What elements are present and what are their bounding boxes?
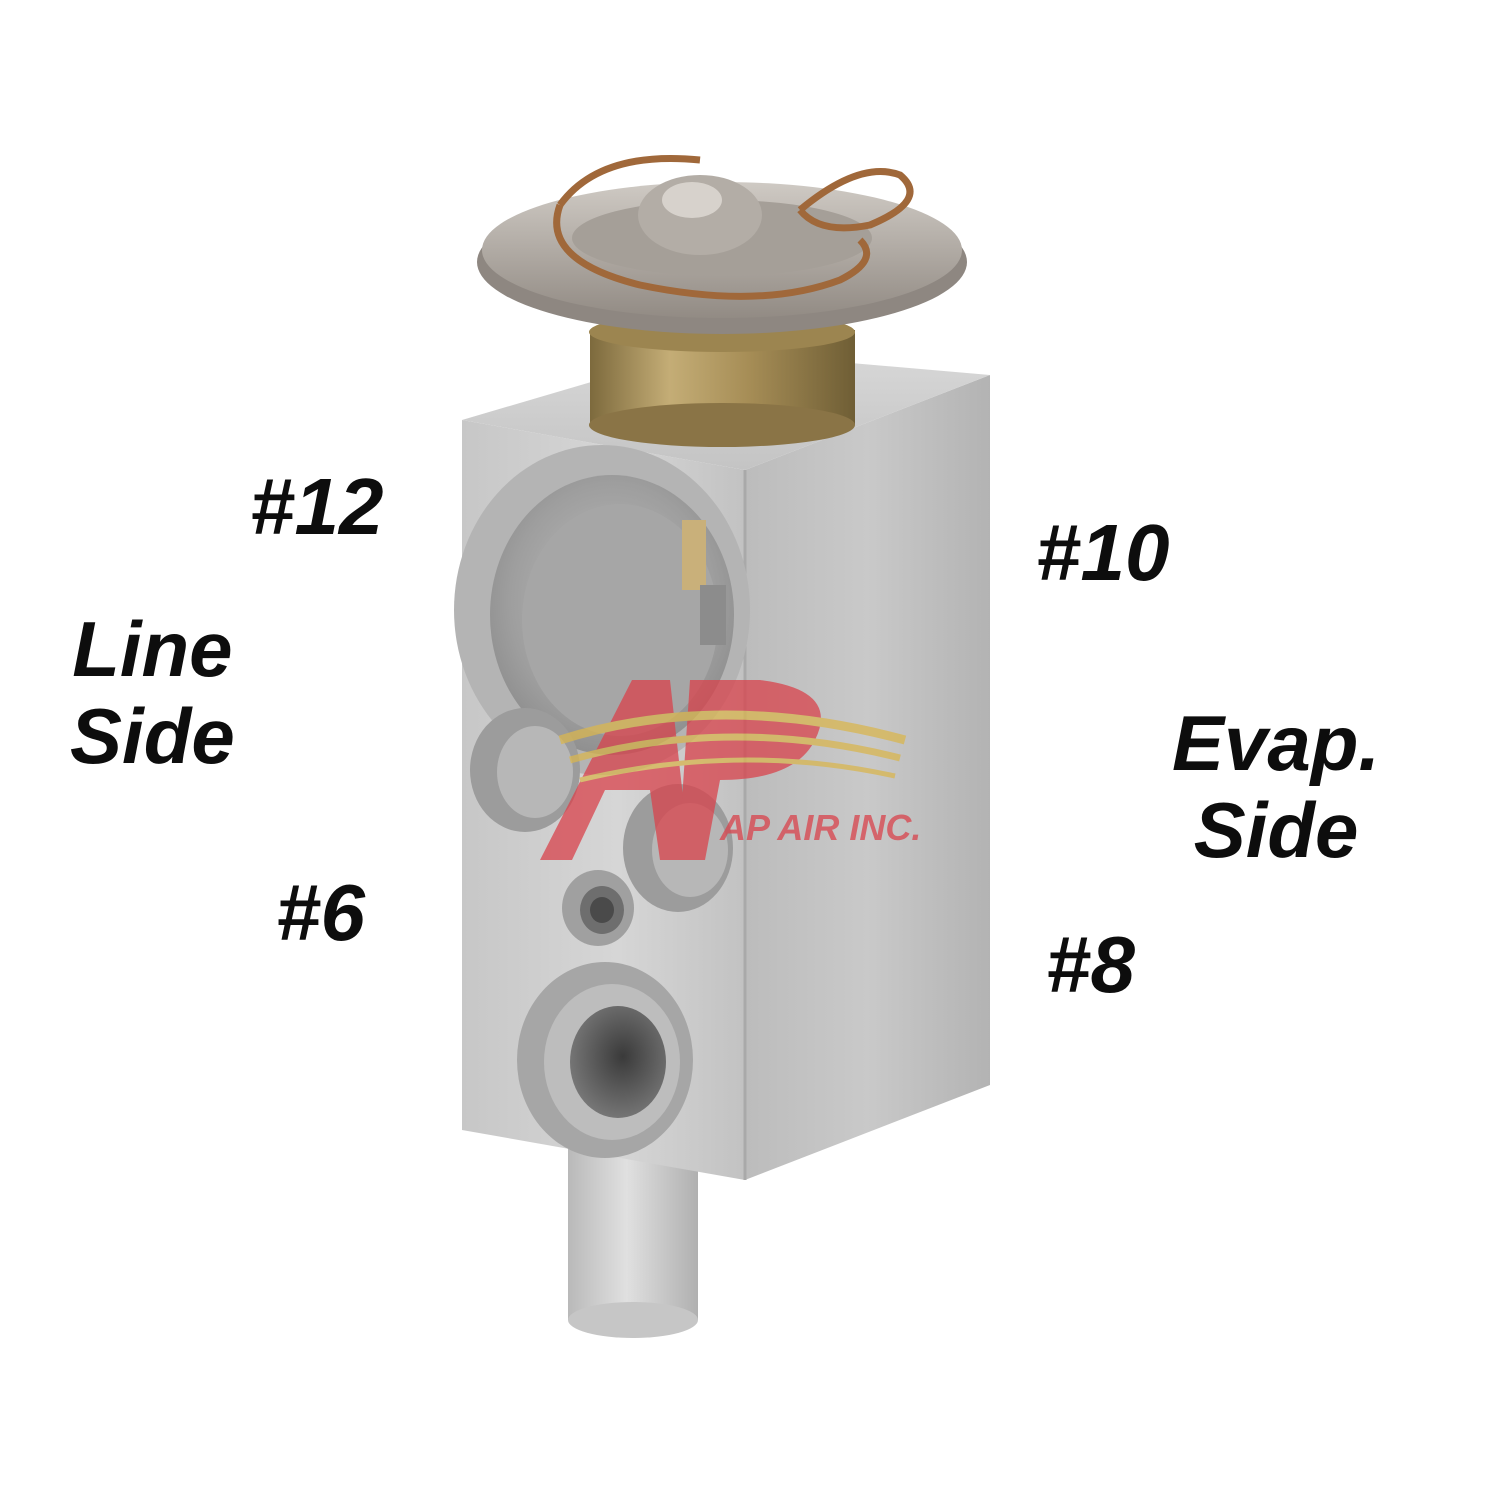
line-side-label-line2: Side — [70, 692, 235, 781]
line-side-label-line1: Line — [72, 605, 233, 693]
large-port — [454, 445, 750, 775]
top-disc — [477, 175, 967, 334]
evap-side-label-line1: Evap. — [1172, 699, 1381, 787]
port-label-6: #6 — [276, 868, 365, 957]
left-medium-port — [470, 708, 580, 832]
copper-loop — [553, 154, 914, 300]
ap-air-logo-text: AP AIR INC. — [719, 807, 921, 848]
evap-side-label: Evap. Side — [1172, 699, 1381, 875]
threaded-port — [562, 870, 634, 946]
port-label-8: #8 — [1046, 920, 1135, 1009]
lower-port — [517, 962, 693, 1158]
port-label-10: #10 — [1036, 508, 1170, 597]
ap-air-logo: AP AIR INC. — [540, 680, 921, 860]
port-label-12: #12 — [250, 462, 384, 551]
line-side-label: Line Side — [70, 605, 235, 781]
evap-side-label-line2: Side — [1193, 786, 1359, 875]
